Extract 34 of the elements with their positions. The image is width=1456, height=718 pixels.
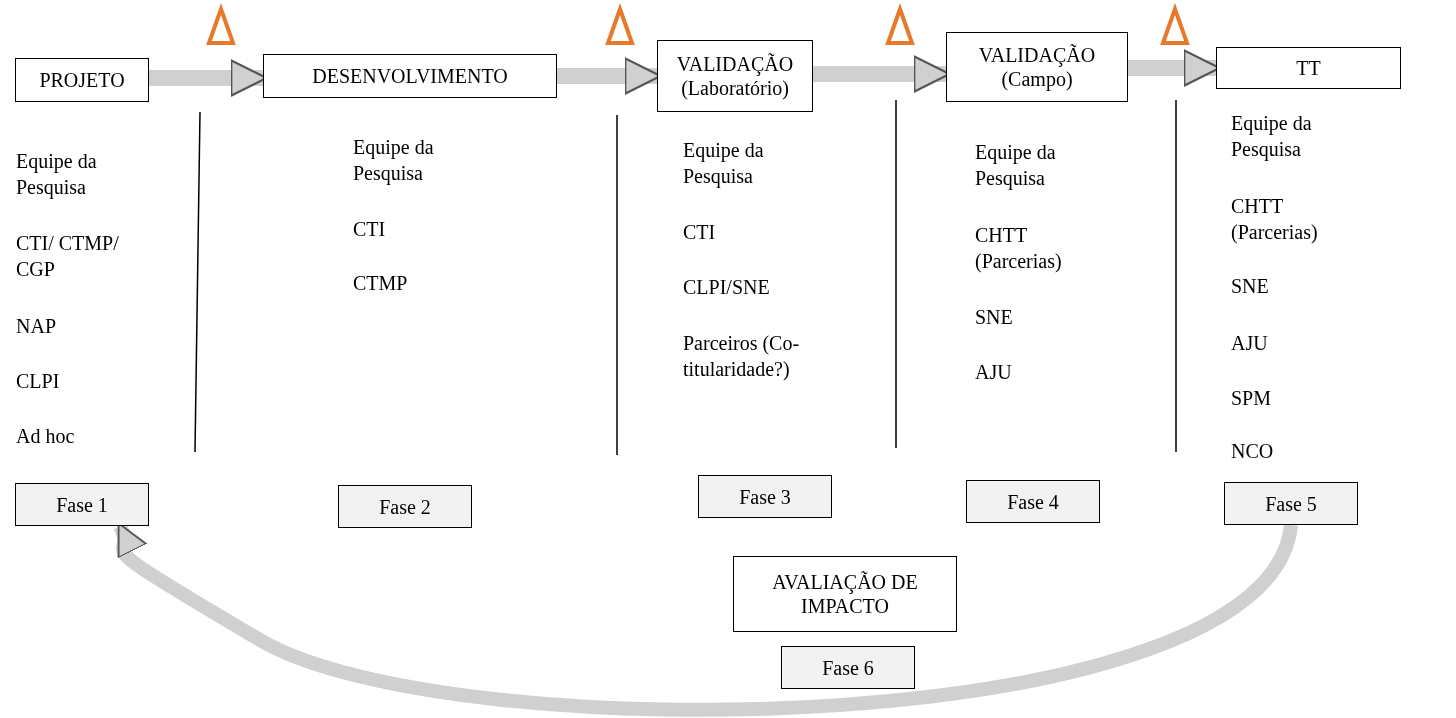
member-label: Equipe da Pesquisa [16,149,98,200]
stage-box: TT [1216,47,1401,89]
member-label: Ad hoc [16,424,76,449]
member-label: Equipe da Pesquisa [353,135,435,186]
member-label: AJU [975,360,1013,385]
member-label: CLPI [16,369,61,394]
member-label: SPM [1231,386,1273,411]
phase-box: Fase 1 [15,483,149,526]
member-label: CLPI/SNE [683,275,771,300]
member-label: CHTT (Parcerias) [975,223,1063,274]
member-label: CTI/ CTMP/ CGP [16,231,120,282]
member-label: CHTT (Parcerias) [1231,194,1319,245]
member-label: Equipe da Pesquisa [683,138,765,189]
stage-box: PROJETO [15,58,149,102]
member-label: AJU [1231,331,1269,356]
stage-box: AVALIAÇÃO DE IMPACTO [733,556,957,632]
member-label: Parceiros (Co-titularidade?) [683,331,801,382]
member-label: CTMP [353,271,409,296]
member-label: Equipe da Pesquisa [1231,111,1313,162]
stage-box: DESENVOLVIMENTO [263,54,557,98]
phase-box: Fase 4 [966,480,1100,523]
member-label: CTI [353,217,387,242]
member-label: SNE [1231,274,1270,299]
phase-box: Fase 5 [1224,482,1358,525]
stage-box: VALIDAÇÃO (Laboratório) [657,40,813,112]
member-label: CTI [683,220,717,245]
phase-box: Fase 2 [338,485,472,528]
phase-box: Fase 3 [698,475,832,518]
member-label: Equipe da Pesquisa [975,140,1057,191]
member-label: NCO [1231,439,1275,464]
member-label: SNE [975,305,1014,330]
stage-box: VALIDAÇÃO (Campo) [946,32,1128,102]
member-label: NAP [16,314,57,339]
phase-box: Fase 6 [781,646,915,689]
